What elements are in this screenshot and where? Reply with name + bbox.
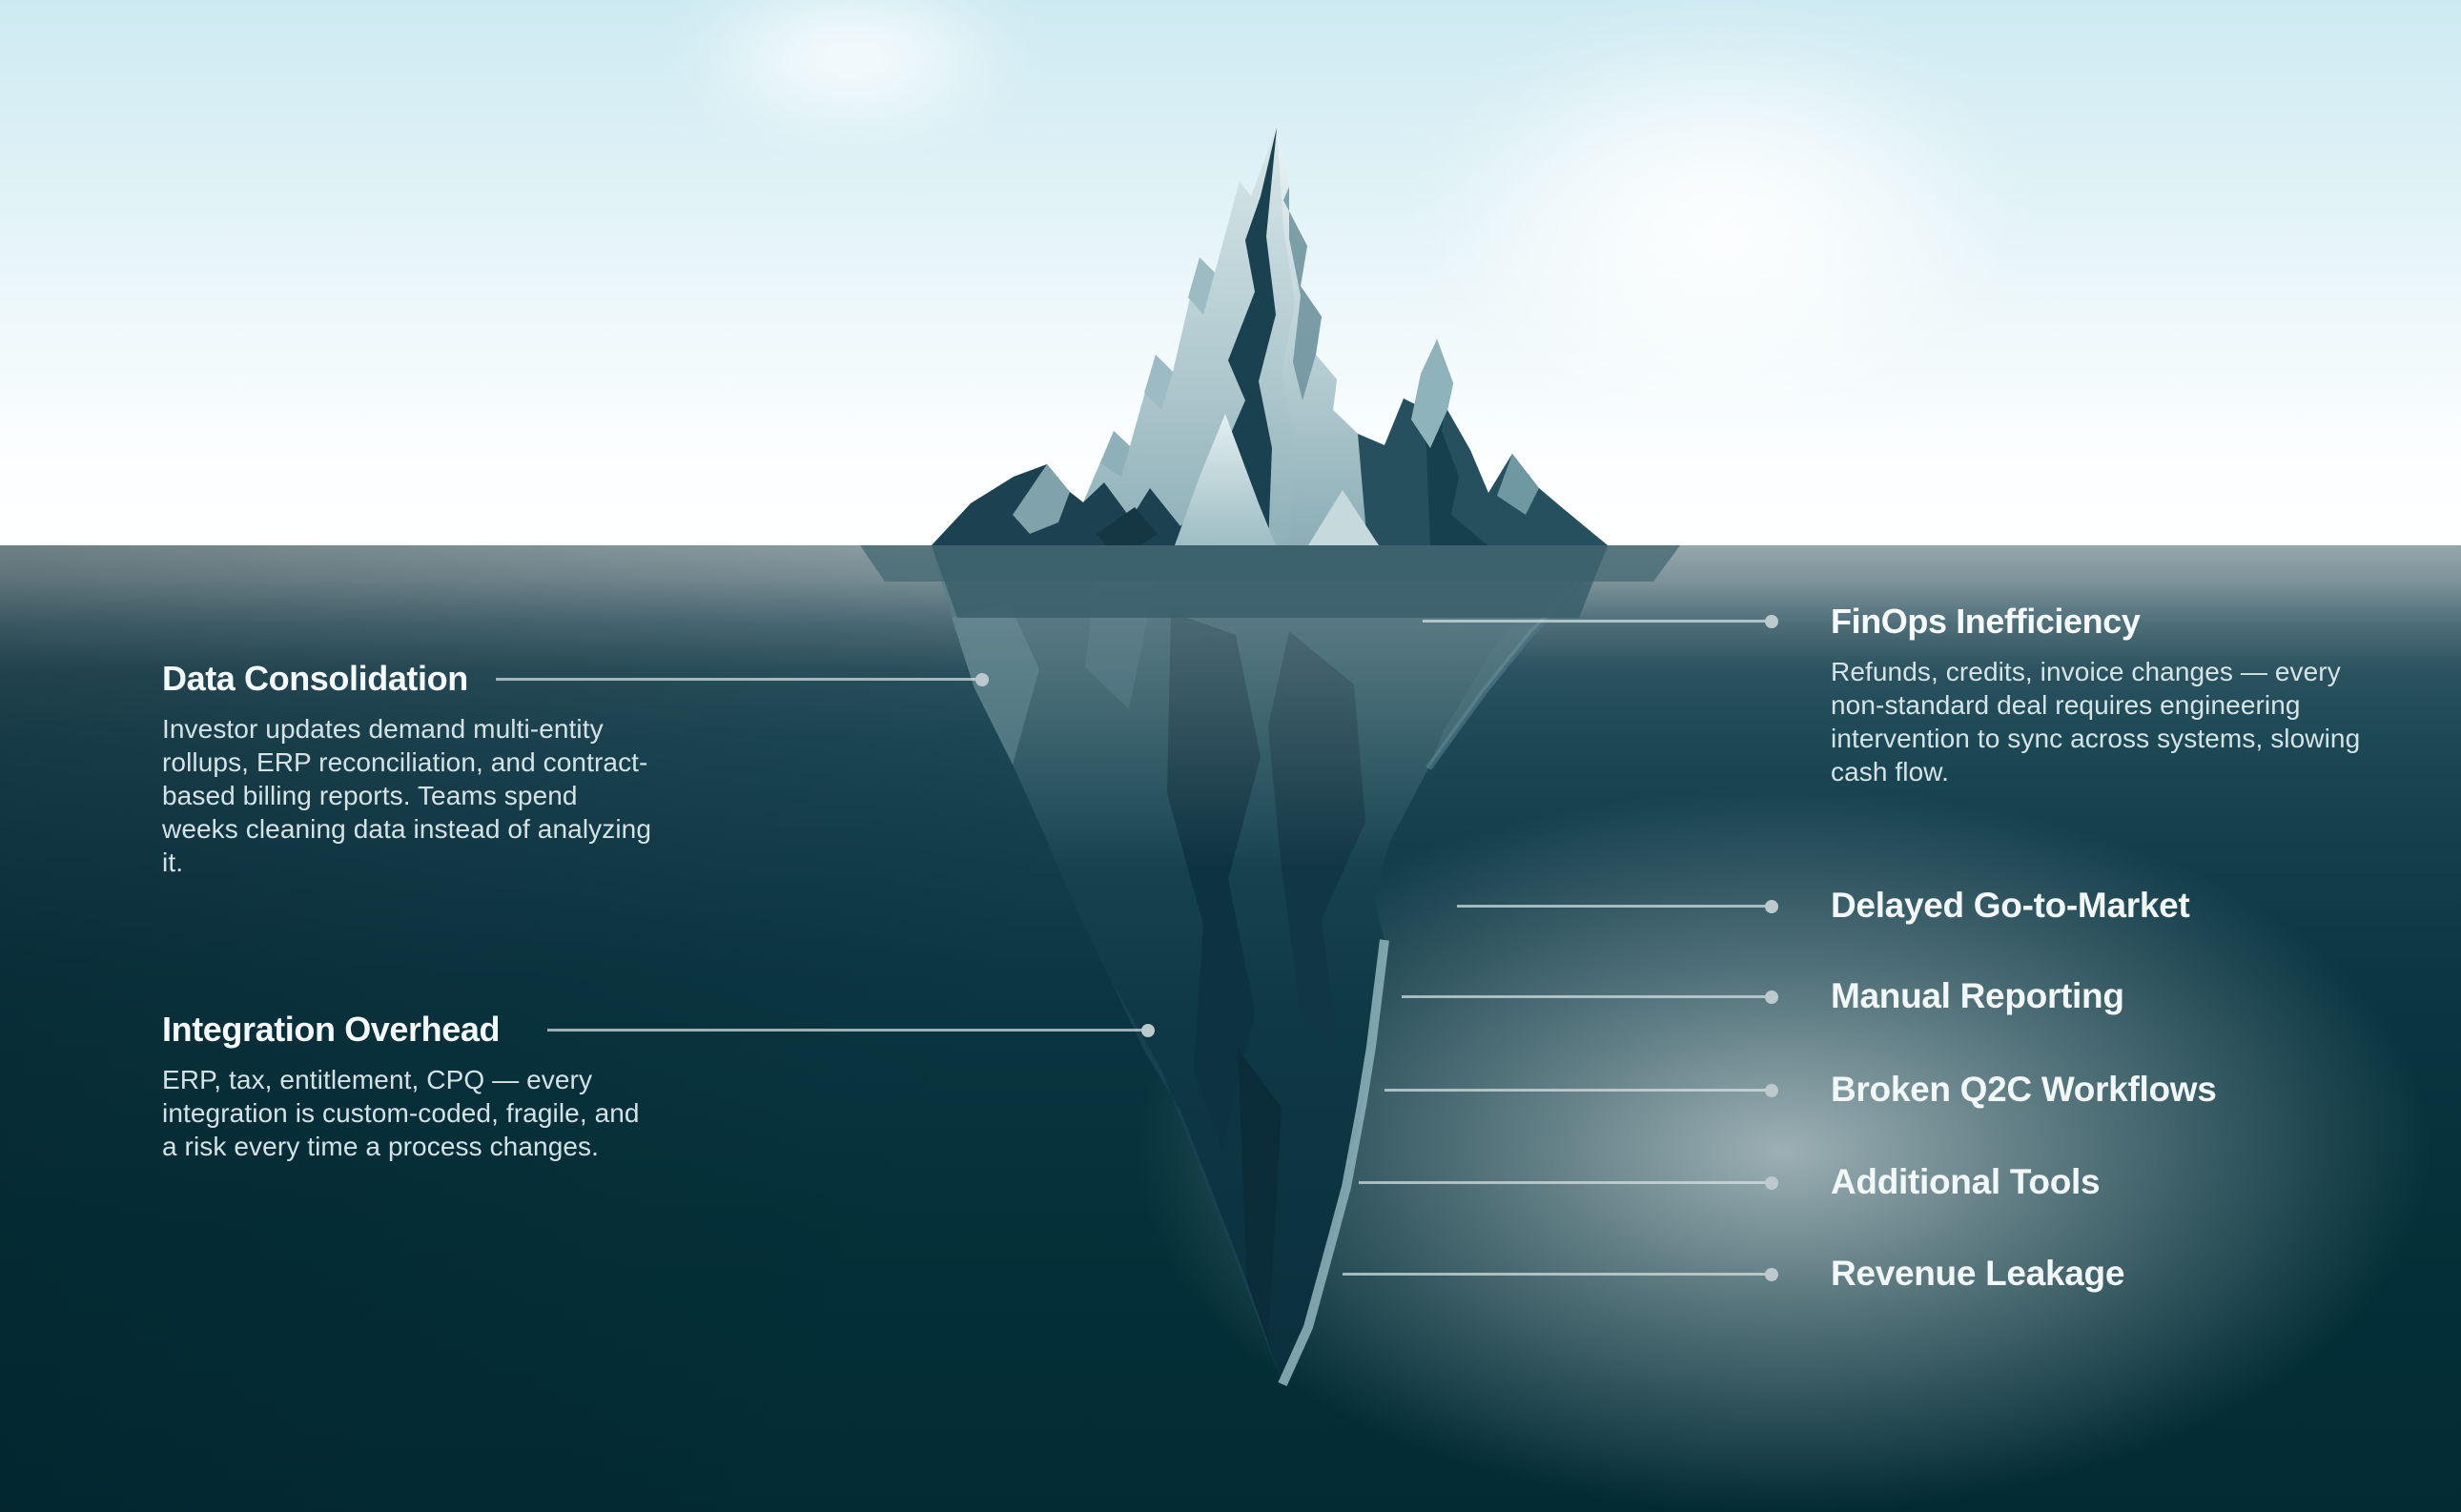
leader-line-data-consolidation xyxy=(496,672,989,686)
leader-dot-manual-reporting xyxy=(1765,990,1778,1004)
leader-dot-finops-inefficiency xyxy=(1765,614,1778,628)
leader-line-revenue-leakage xyxy=(1343,1267,1778,1281)
callout-title: FinOps Inefficiency xyxy=(1831,602,2141,641)
leader-dot-additional-tools xyxy=(1765,1175,1778,1190)
cloud-right xyxy=(1425,19,2017,429)
iceberg-waterline-shelf xyxy=(860,545,1680,618)
callout-integration-overhead: Integration Overhead ERP, tax, entitleme… xyxy=(162,1009,658,1163)
leader-line-delayed-go-to-market xyxy=(1457,899,1778,913)
cloud-left xyxy=(681,0,1024,137)
leader-line-finops-inefficiency xyxy=(1423,614,1778,628)
leader-dot-integration-overhead xyxy=(1141,1023,1155,1037)
callout-title: Data Consolidation xyxy=(162,659,468,698)
iceberg-above-water xyxy=(932,128,1608,545)
impact-label-delayed-go-to-market: Delayed Go-to-Market xyxy=(1831,886,2190,925)
leader-line-broken-q2c-workflows xyxy=(1384,1083,1778,1097)
leader-dot-broken-q2c-workflows xyxy=(1765,1083,1778,1097)
leader-line-manual-reporting xyxy=(1402,990,1778,1004)
leader-dot-delayed-go-to-market xyxy=(1765,899,1778,913)
callout-finops-inefficiency: FinOps Inefficiency Refunds, credits, in… xyxy=(1831,601,2365,788)
leader-line-integration-overhead xyxy=(547,1023,1155,1037)
iceberg-below-water xyxy=(932,542,1610,1387)
callout-data-consolidation: Data Consolidation Investor updates dema… xyxy=(162,658,658,879)
callout-body: Refunds, credits, invoice changes — ever… xyxy=(1831,657,2361,787)
impact-label-manual-reporting: Manual Reporting xyxy=(1831,976,2124,1015)
callout-body: ERP, tax, entitlement, CPQ — every integ… xyxy=(162,1065,640,1161)
callout-title: Integration Overhead xyxy=(162,1010,501,1049)
impact-label-additional-tools: Additional Tools xyxy=(1831,1162,2101,1201)
impact-label-broken-q2c-workflows: Broken Q2C Workflows xyxy=(1831,1070,2217,1109)
leader-dot-revenue-leakage xyxy=(1765,1267,1778,1281)
callout-body: Investor updates demand multi-entity rol… xyxy=(162,714,652,877)
impact-label-revenue-leakage: Revenue Leakage xyxy=(1831,1254,2125,1293)
leader-line-additional-tools xyxy=(1359,1175,1778,1190)
leader-dot-data-consolidation xyxy=(975,672,989,686)
